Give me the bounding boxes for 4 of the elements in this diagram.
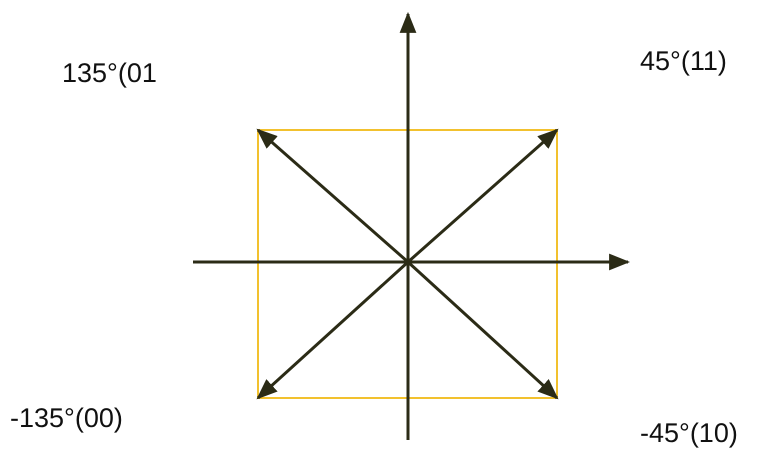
phase-label: -135°(00) xyxy=(10,405,123,432)
phase-label: -45°(10) xyxy=(640,420,738,447)
phase-label: 135°(01 xyxy=(62,60,157,87)
phase-label: 45°(11) xyxy=(640,48,727,75)
